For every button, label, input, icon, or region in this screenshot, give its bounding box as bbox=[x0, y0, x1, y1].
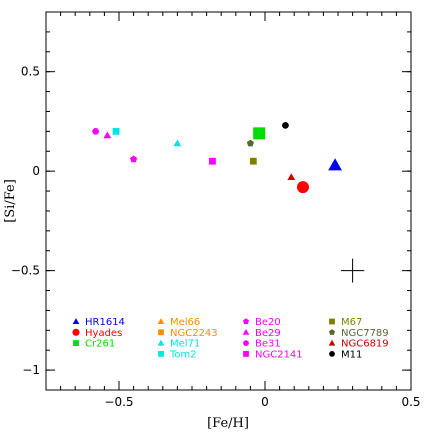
legend-label-tom2: Tom2 bbox=[169, 349, 197, 360]
x-tick-label: 0 bbox=[261, 395, 269, 409]
legend-marker-m11 bbox=[329, 351, 335, 357]
data-point-cr261 bbox=[253, 127, 266, 140]
legend-label-hr1614: HR1614 bbox=[85, 317, 125, 328]
tick-labels: −0.5 0 0.5 −1 −0.5 0 0.5 bbox=[11, 65, 421, 409]
legend-label-be29: Be29 bbox=[255, 328, 281, 339]
data-point-tom2 bbox=[112, 127, 120, 135]
legend-label-mel71: Mel71 bbox=[170, 339, 200, 350]
y-tick-label: 0 bbox=[32, 164, 40, 178]
legend-label-mel66: Mel66 bbox=[170, 317, 200, 328]
error-bar bbox=[340, 258, 365, 283]
legend-marker-hr1614 bbox=[72, 318, 80, 325]
legend-marker-ngc7789 bbox=[328, 329, 336, 335]
legend-marker-be20 bbox=[242, 318, 250, 325]
x-axis-label: [Fe/H] bbox=[207, 416, 249, 431]
legend-marker-mel66 bbox=[157, 318, 165, 325]
data-points bbox=[92, 122, 342, 194]
y-tick-label: −1 bbox=[22, 363, 40, 377]
legend-label-ngc2243: NGC2243 bbox=[170, 328, 218, 339]
legend-marker-cr261 bbox=[73, 340, 79, 346]
legend-label-ngc7789: NGC7789 bbox=[341, 328, 389, 339]
data-point-ngc6819 bbox=[287, 173, 296, 181]
y-tick-label: −0.5 bbox=[11, 264, 40, 278]
legend-marker-ngc6819 bbox=[328, 339, 336, 346]
legend-marker-be29 bbox=[242, 328, 250, 335]
data-point-ngc2141 bbox=[209, 157, 216, 165]
legend-label-ngc2141: NGC2141 bbox=[255, 349, 303, 360]
legend-label-hyades: Hyades bbox=[85, 328, 122, 339]
data-point-be20 bbox=[130, 155, 138, 163]
data-point-be31 bbox=[92, 127, 100, 135]
data-point-m11 bbox=[282, 122, 289, 129]
data-point-ngc7789 bbox=[246, 139, 254, 147]
legend-label-be31: Be31 bbox=[255, 339, 281, 350]
legend-marker-tom2 bbox=[158, 351, 164, 357]
x-tick-label: −0.5 bbox=[104, 395, 133, 409]
legend-label-m11: M11 bbox=[341, 349, 362, 360]
data-point-hyades bbox=[296, 181, 309, 194]
legend-label-ngc6819: NGC6819 bbox=[341, 339, 389, 350]
legend-marker-be31 bbox=[243, 340, 249, 346]
data-point-be29 bbox=[103, 131, 112, 139]
data-point-mel71 bbox=[173, 139, 182, 147]
x-tick-label: 0.5 bbox=[401, 395, 420, 409]
legend-marker-m67 bbox=[329, 318, 335, 325]
legend-label-be20: Be20 bbox=[255, 317, 281, 328]
axis-ticks bbox=[45, 11, 412, 391]
y-tick-label: 0.5 bbox=[21, 65, 40, 79]
legend-label-m67: M67 bbox=[341, 317, 362, 328]
data-point-m67 bbox=[249, 157, 257, 165]
data-point-hr1614 bbox=[328, 158, 342, 171]
legend-marker-hyades bbox=[72, 328, 80, 336]
legend-marker-mel71 bbox=[157, 339, 165, 346]
legend-label-cr261: Cr261 bbox=[85, 339, 115, 350]
plot-frame bbox=[45, 11, 412, 391]
legend-marker-ngc2243 bbox=[158, 329, 164, 336]
legend-marker-ngc2141 bbox=[243, 351, 249, 357]
y-axis-label: [Si/Fe] bbox=[3, 179, 18, 223]
